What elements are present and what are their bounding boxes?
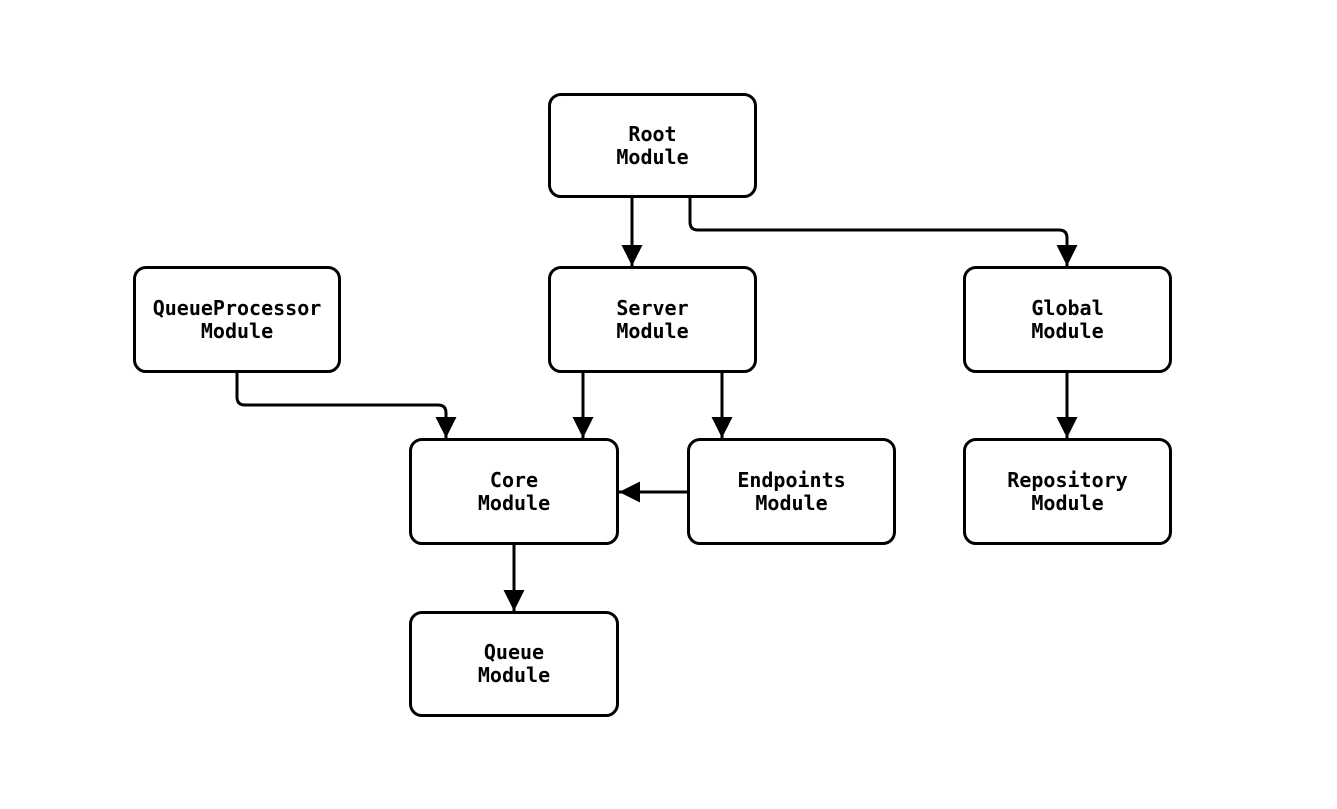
- node-queue-module-label: Queue Module: [477, 640, 551, 687]
- node-endpoints-module-label: Endpoints Module: [737, 467, 846, 515]
- node-server-module-label: Server Module: [616, 295, 689, 343]
- node-global-module: Global Module: [963, 266, 1172, 373]
- node-queueprocessor-module: QueueProcessor Module: [133, 266, 341, 373]
- node-queueprocessor-module-label: QueueProcessor Module: [152, 295, 322, 343]
- node-repository-module: Repository Module: [963, 438, 1172, 545]
- node-endpoints-module: Endpoints Module: [687, 438, 896, 545]
- node-queue-module: Queue Module: [409, 611, 619, 717]
- edge-queueprocessor-to-core: [235, 373, 457, 438]
- node-server-module: Server Module: [548, 266, 757, 373]
- edge-root-to-global: [688, 198, 1078, 266]
- node-core-module: Core Module: [409, 438, 619, 545]
- node-core-module-label: Core Module: [477, 467, 551, 515]
- node-global-module-label: Global Module: [1031, 295, 1104, 343]
- node-root-module: Root Module: [548, 93, 757, 198]
- node-repository-module-label: Repository Module: [1007, 467, 1128, 515]
- node-root-module-label: Root Module: [616, 121, 689, 169]
